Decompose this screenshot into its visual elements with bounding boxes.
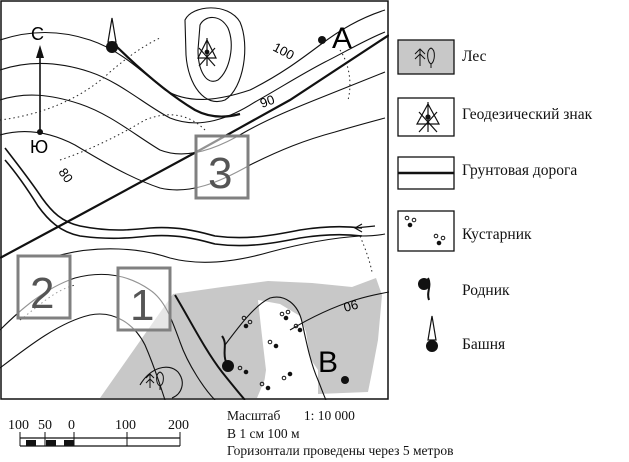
tower-icon bbox=[106, 17, 118, 53]
shrub-dots bbox=[237, 309, 303, 391]
legend-label-spring: Родник bbox=[462, 282, 510, 299]
legend-label-road: Грунтовая дорога bbox=[462, 162, 578, 179]
contour-label-80: 80 bbox=[56, 165, 77, 185]
forest-clearing bbox=[258, 300, 316, 398]
stream-arrow bbox=[353, 223, 376, 233]
point-a-marker bbox=[318, 36, 326, 44]
scale-cm-text: В 1 см 100 м bbox=[227, 426, 300, 441]
scale-ratio-text: Масштаб 1: 10 000 bbox=[227, 408, 355, 423]
area-label-2: 2 bbox=[30, 269, 54, 318]
point-a-label: А bbox=[332, 22, 352, 55]
area-box-1: 1 bbox=[116, 266, 172, 332]
scale-tick-200: 200 bbox=[168, 418, 189, 433]
scale-bar bbox=[19, 432, 181, 447]
dirt-road-south bbox=[174, 294, 246, 400]
south-label: Ю bbox=[30, 137, 48, 157]
north-label: С bbox=[31, 24, 44, 44]
legend-forest-symbol bbox=[397, 39, 455, 75]
scale-tick-100: 100 bbox=[115, 418, 136, 433]
legend-geodetic-symbol bbox=[397, 97, 455, 137]
legend-tower-symbol bbox=[426, 315, 438, 352]
legend-label-tower: Башня bbox=[462, 336, 506, 353]
geodetic-mark-icon bbox=[197, 38, 217, 67]
legend-label-forest: Лес bbox=[462, 48, 487, 65]
legend-label-shrub: Кустарник bbox=[462, 226, 532, 243]
map-frame bbox=[0, 0, 389, 400]
point-b-label: В bbox=[318, 346, 338, 379]
contour-label-100: 100 bbox=[271, 39, 297, 62]
forest-icon bbox=[145, 371, 164, 390]
area-label-1: 1 bbox=[130, 281, 154, 330]
area-label-3: 3 bbox=[208, 149, 232, 198]
dirt-road-arc bbox=[109, 39, 241, 118]
legend-label-geodetic: Геодезический знак bbox=[462, 106, 593, 123]
contour-label-90: 90 bbox=[258, 92, 277, 111]
legend-road-symbol bbox=[397, 156, 455, 190]
area-box-3: 3 bbox=[194, 134, 250, 200]
contour-interval-text: Горизонтали проведены через 5 метров bbox=[227, 443, 454, 458]
scale-tick-100-left: 100 bbox=[8, 418, 29, 433]
scale-tick-50: 50 bbox=[38, 418, 52, 433]
scale-tick-0: 0 bbox=[68, 418, 75, 433]
area-box-2: 2 bbox=[16, 254, 72, 320]
point-b-marker bbox=[341, 376, 349, 384]
contour-label-06: 06 bbox=[342, 297, 360, 315]
legend-spring-symbol bbox=[418, 277, 431, 301]
legend-shrub-symbol bbox=[397, 210, 455, 252]
spring-icon bbox=[221, 335, 234, 372]
stream bbox=[4, 147, 363, 247]
north-arrow bbox=[36, 45, 44, 135]
